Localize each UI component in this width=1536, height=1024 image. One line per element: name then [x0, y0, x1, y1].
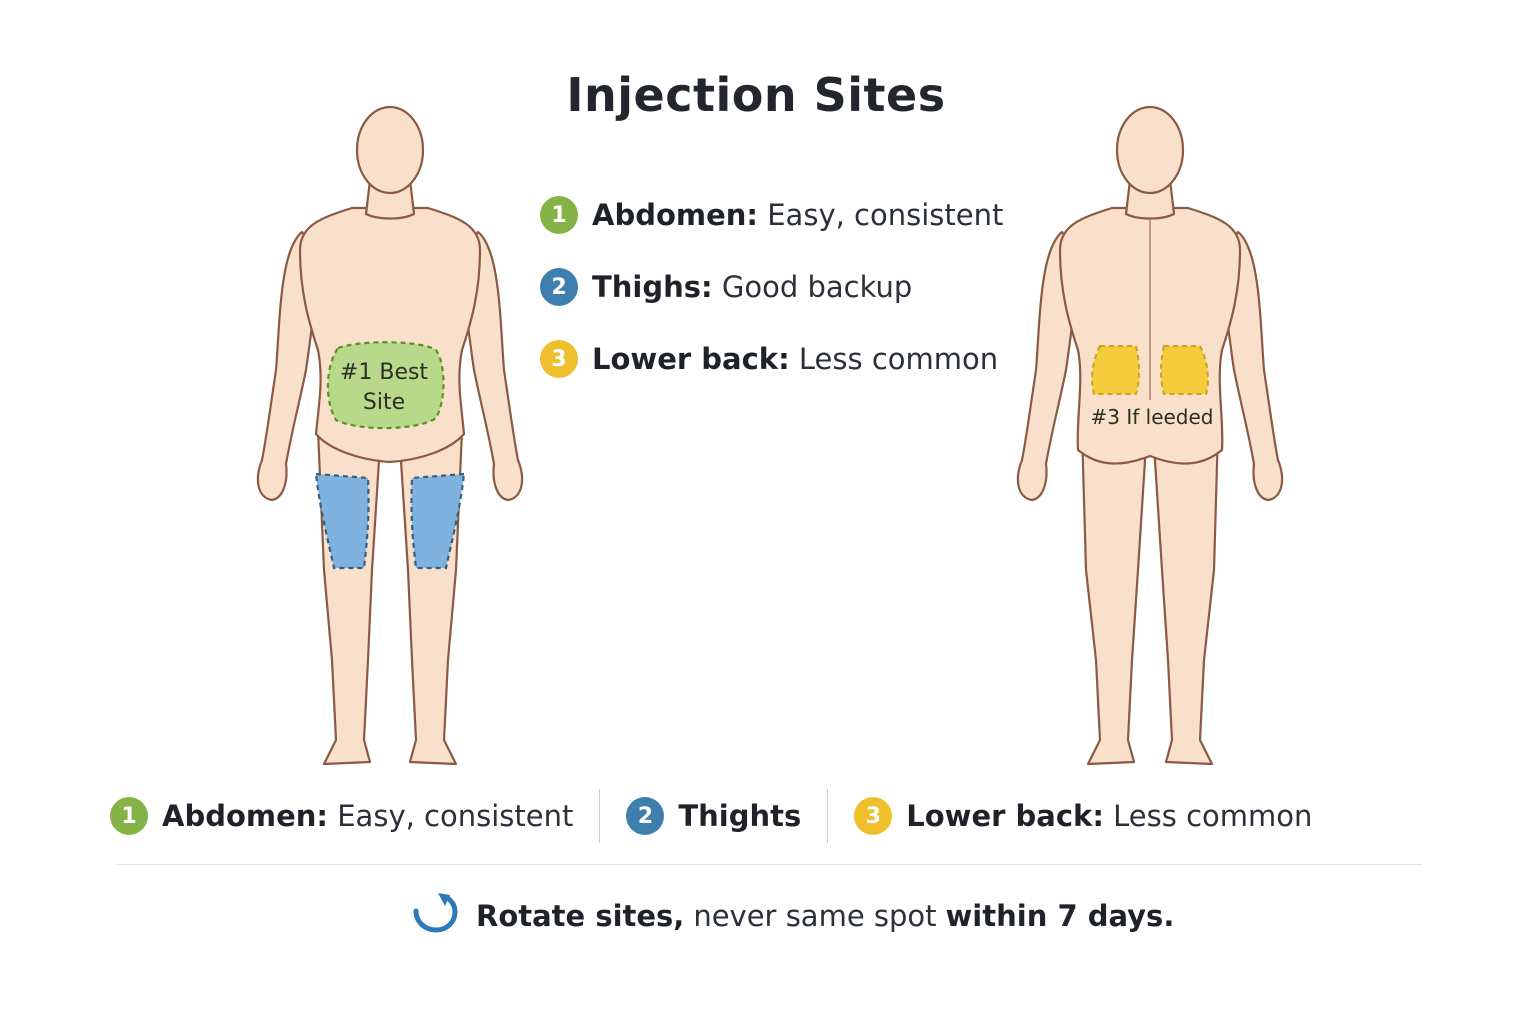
- front-body-figure: #1 Best Site: [240, 100, 540, 780]
- back-body-figure: #3 If leeded: [1000, 100, 1300, 780]
- bottom-legend-item-lower-back: 3 Lower back: Less common: [854, 797, 1312, 835]
- bottom-legend: 1 Abdomen: Easy, consistent 2 Thights 3 …: [110, 789, 1312, 843]
- rotation-tip: Rotate sites, never same spot within 7 d…: [408, 891, 1175, 942]
- back-right-leg: [1152, 428, 1220, 766]
- back-head: [1115, 105, 1185, 195]
- legend-description: Less common: [1113, 799, 1313, 833]
- page-title: Injection Sites: [566, 68, 946, 122]
- divider: [116, 864, 1422, 865]
- right-thigh-site-zone: [410, 472, 466, 570]
- number-badge-3: 3: [540, 340, 578, 378]
- left-thigh-site-zone: [314, 472, 370, 570]
- abdomen-site-label-line2: Site: [363, 390, 405, 415]
- legend-label: Abdomen:: [592, 198, 759, 232]
- legend-item-thighs: 2 Thighs: Good backup: [540, 268, 1003, 306]
- left-lower-back-site-zone: [1091, 345, 1140, 395]
- back-left-leg: [1080, 428, 1148, 766]
- number-badge-2: 2: [540, 268, 578, 306]
- abdomen-site-zone: [326, 341, 445, 430]
- divider: [827, 789, 829, 843]
- abdomen-site-label-line1: #1 Best: [340, 360, 429, 385]
- tip-regular-text: never same spot: [693, 899, 937, 933]
- legend-description: Easy, consistent: [337, 799, 574, 833]
- lower-back-site-label: #3 If leeded: [1091, 405, 1214, 429]
- legend-label: Thighs:: [592, 270, 713, 304]
- rotate-arrow-icon: [408, 891, 462, 942]
- legend-item-abdomen: 1 Abdomen: Easy, consistent: [540, 196, 1003, 234]
- number-badge-1: 1: [540, 196, 578, 234]
- bottom-legend-item-thighs: 2 Thights: [626, 797, 801, 835]
- number-badge-2: 2: [626, 797, 665, 835]
- legend-label: Thights: [678, 799, 802, 833]
- legend-label: Abdomen:: [162, 799, 329, 833]
- legend-label: Lower back:: [592, 342, 790, 376]
- legend-description: Easy, consistent: [767, 198, 1004, 232]
- legend-item-lower-back: 3 Lower back: Less common: [540, 340, 1003, 378]
- front-head: [355, 105, 425, 195]
- divider: [599, 789, 601, 843]
- legend-description: Good backup: [721, 270, 913, 304]
- tip-bold-text-end: within 7 days.: [945, 899, 1175, 933]
- top-legend: 1 Abdomen: Easy, consistent 2 Thighs: Go…: [540, 196, 1003, 412]
- number-badge-3: 3: [854, 797, 893, 835]
- right-lower-back-site-zone: [1160, 345, 1209, 395]
- legend-label: Lower back:: [906, 799, 1104, 833]
- bottom-legend-item-abdomen: 1 Abdomen: Easy, consistent: [110, 797, 573, 835]
- tip-bold-text: Rotate sites,: [476, 899, 685, 933]
- legend-description: Less common: [798, 342, 999, 376]
- number-badge-1: 1: [110, 797, 148, 835]
